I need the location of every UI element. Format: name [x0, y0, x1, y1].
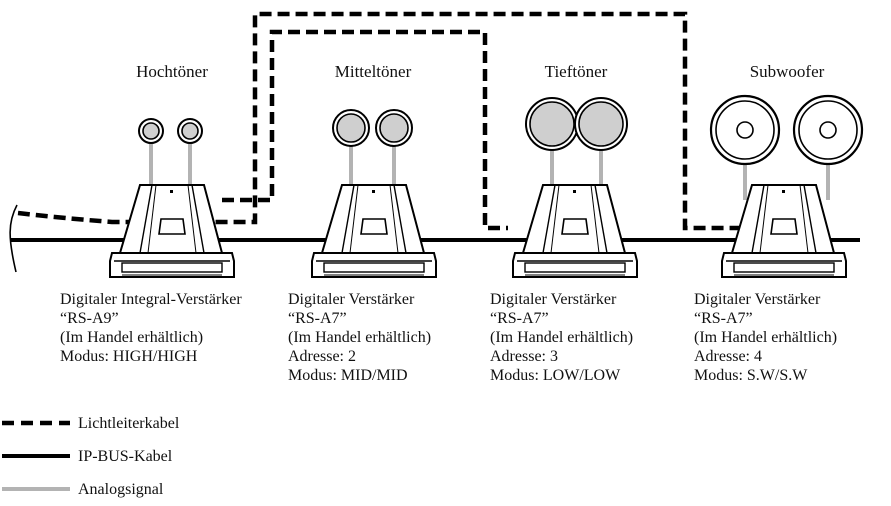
amp-availability: (Im Handel erhältlich): [694, 329, 838, 346]
group-label-subwoofer: Subwoofer: [749, 62, 825, 81]
group-label-tweeter: Hochtöner: [136, 62, 208, 81]
amp-address: Adresse: 3: [490, 348, 558, 365]
amp-rs-a9-icon: [109, 184, 235, 278]
group-label-midrange: Mitteltöner: [334, 62, 412, 81]
legend-swatches: [2, 420, 70, 491]
subwoofer-speakers: [709, 94, 864, 166]
midrange-speakers: [332, 109, 413, 147]
amp-label-rs-a7-low: Digitaler Verstärker “RS-A7” (Im Handel …: [490, 290, 633, 385]
amp-name: Digitaler Verstärker: [490, 291, 617, 308]
amp-address: Adresse: 4: [694, 348, 762, 365]
amp-name: Digitaler Verstärker: [288, 291, 415, 308]
group-label-woofer: Tieftöner: [544, 62, 608, 81]
amp-label-rs-a7-mid: Digitaler Verstärker “RS-A7” (Im Handel …: [288, 290, 431, 385]
legend-analog-label: Analogsignal: [78, 481, 164, 498]
amp-rs-a7-mid-icon: [311, 184, 437, 278]
amp-availability: (Im Handel erhältlich): [490, 329, 634, 346]
tweeter-speakers: [138, 118, 203, 144]
woofer-speakers: [525, 97, 628, 151]
optical-cable-lines: [17, 11, 740, 231]
amp-mode: Modus: HIGH/HIGH: [60, 348, 198, 365]
amp-name: Digitaler Integral-Verstärker: [60, 291, 242, 308]
amp-rs-a7-low-icon: [512, 184, 638, 278]
amp-model: “RS-A7”: [288, 310, 347, 327]
amp-address: Adresse: 2: [288, 348, 356, 365]
amp-mode: Modus: S.W/S.W: [694, 367, 808, 384]
amp-availability: (Im Handel erhältlich): [288, 329, 432, 346]
amp-label-rs-a9: Digitaler Integral-Verstärker “RS-A9” (I…: [60, 290, 242, 366]
amp-model: “RS-A7”: [490, 310, 549, 327]
legend-optical-label: Lichtleiterkabel: [78, 415, 180, 432]
optical-cable-loop: [222, 29, 508, 231]
amp-model: “RS-A9”: [60, 310, 119, 327]
legend-ipbus-label: IP-BUS-Kabel: [78, 448, 173, 465]
amp-mode: Modus: MID/MID: [288, 367, 408, 384]
amp-availability: (Im Handel erhältlich): [60, 329, 204, 346]
amp-mode: Modus: LOW/LOW: [490, 367, 621, 384]
amp-label-rs-a7-sub: Digitaler Verstärker “RS-A7” (Im Handel …: [694, 290, 837, 385]
amp-name: Digitaler Verstärker: [694, 291, 821, 308]
amp-model: “RS-A7”: [694, 310, 753, 327]
